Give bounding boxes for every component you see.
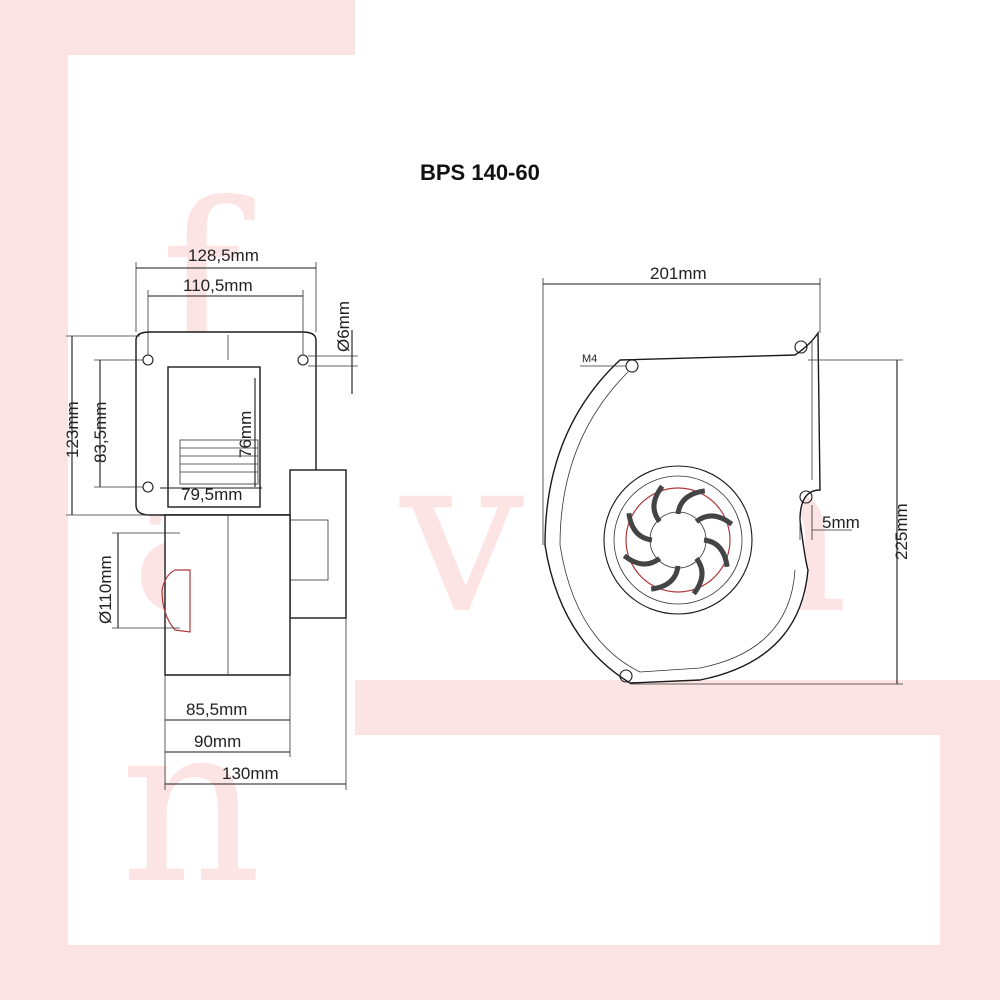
dim-front-height: 225mm [892,503,911,560]
dim-thread: M4 [582,353,597,365]
dim-motor-height: 76mm [236,411,255,458]
side-view: 128,5mm 110,5mm Ø6mm 123mm 83,5mm 76mm 7… [63,246,358,790]
dim-depth-1: 85,5mm [186,700,247,719]
impeller-outer [603,465,753,615]
mount-lug-tr [794,340,808,354]
outlet-duct [289,469,347,619]
scroll-body [164,514,291,676]
dim-hole-diameter: Ø6mm [334,301,353,352]
dim-overall-height: 123mm [63,401,82,458]
dim-hole-spacing-width: 110,5mm [183,276,253,295]
dim-depth-3: 130mm [222,764,279,783]
impeller-blade [694,513,734,527]
dim-front-width: 201mm [650,264,707,283]
slot-hole [799,490,813,504]
dim-inlet-diameter: Ø110mm [96,555,115,624]
dim-slot: 5mm [822,513,860,532]
mount-lug-bottom [619,669,633,683]
impeller-blade [622,553,662,567]
scroll-housing [544,330,821,684]
impeller-blade [691,556,705,596]
dim-depth-2: 90mm [194,732,241,751]
impeller-blade [650,565,681,592]
impeller-blade [651,484,665,524]
impeller-blade [675,488,706,515]
impeller-blade [703,537,730,568]
front-view: 201mm 225mm M4 5mm [542,264,911,685]
impeller-ring [625,487,731,593]
dim-hole-spacing-height: 83,5mm [91,402,110,463]
impeller-blade [626,512,653,543]
dim-overall-width: 128,5mm [188,246,259,265]
inlet-ring [161,569,191,633]
dim-motor-width: 79,5mm [181,485,242,504]
diagram-title: BPS 140-60 [420,160,540,185]
